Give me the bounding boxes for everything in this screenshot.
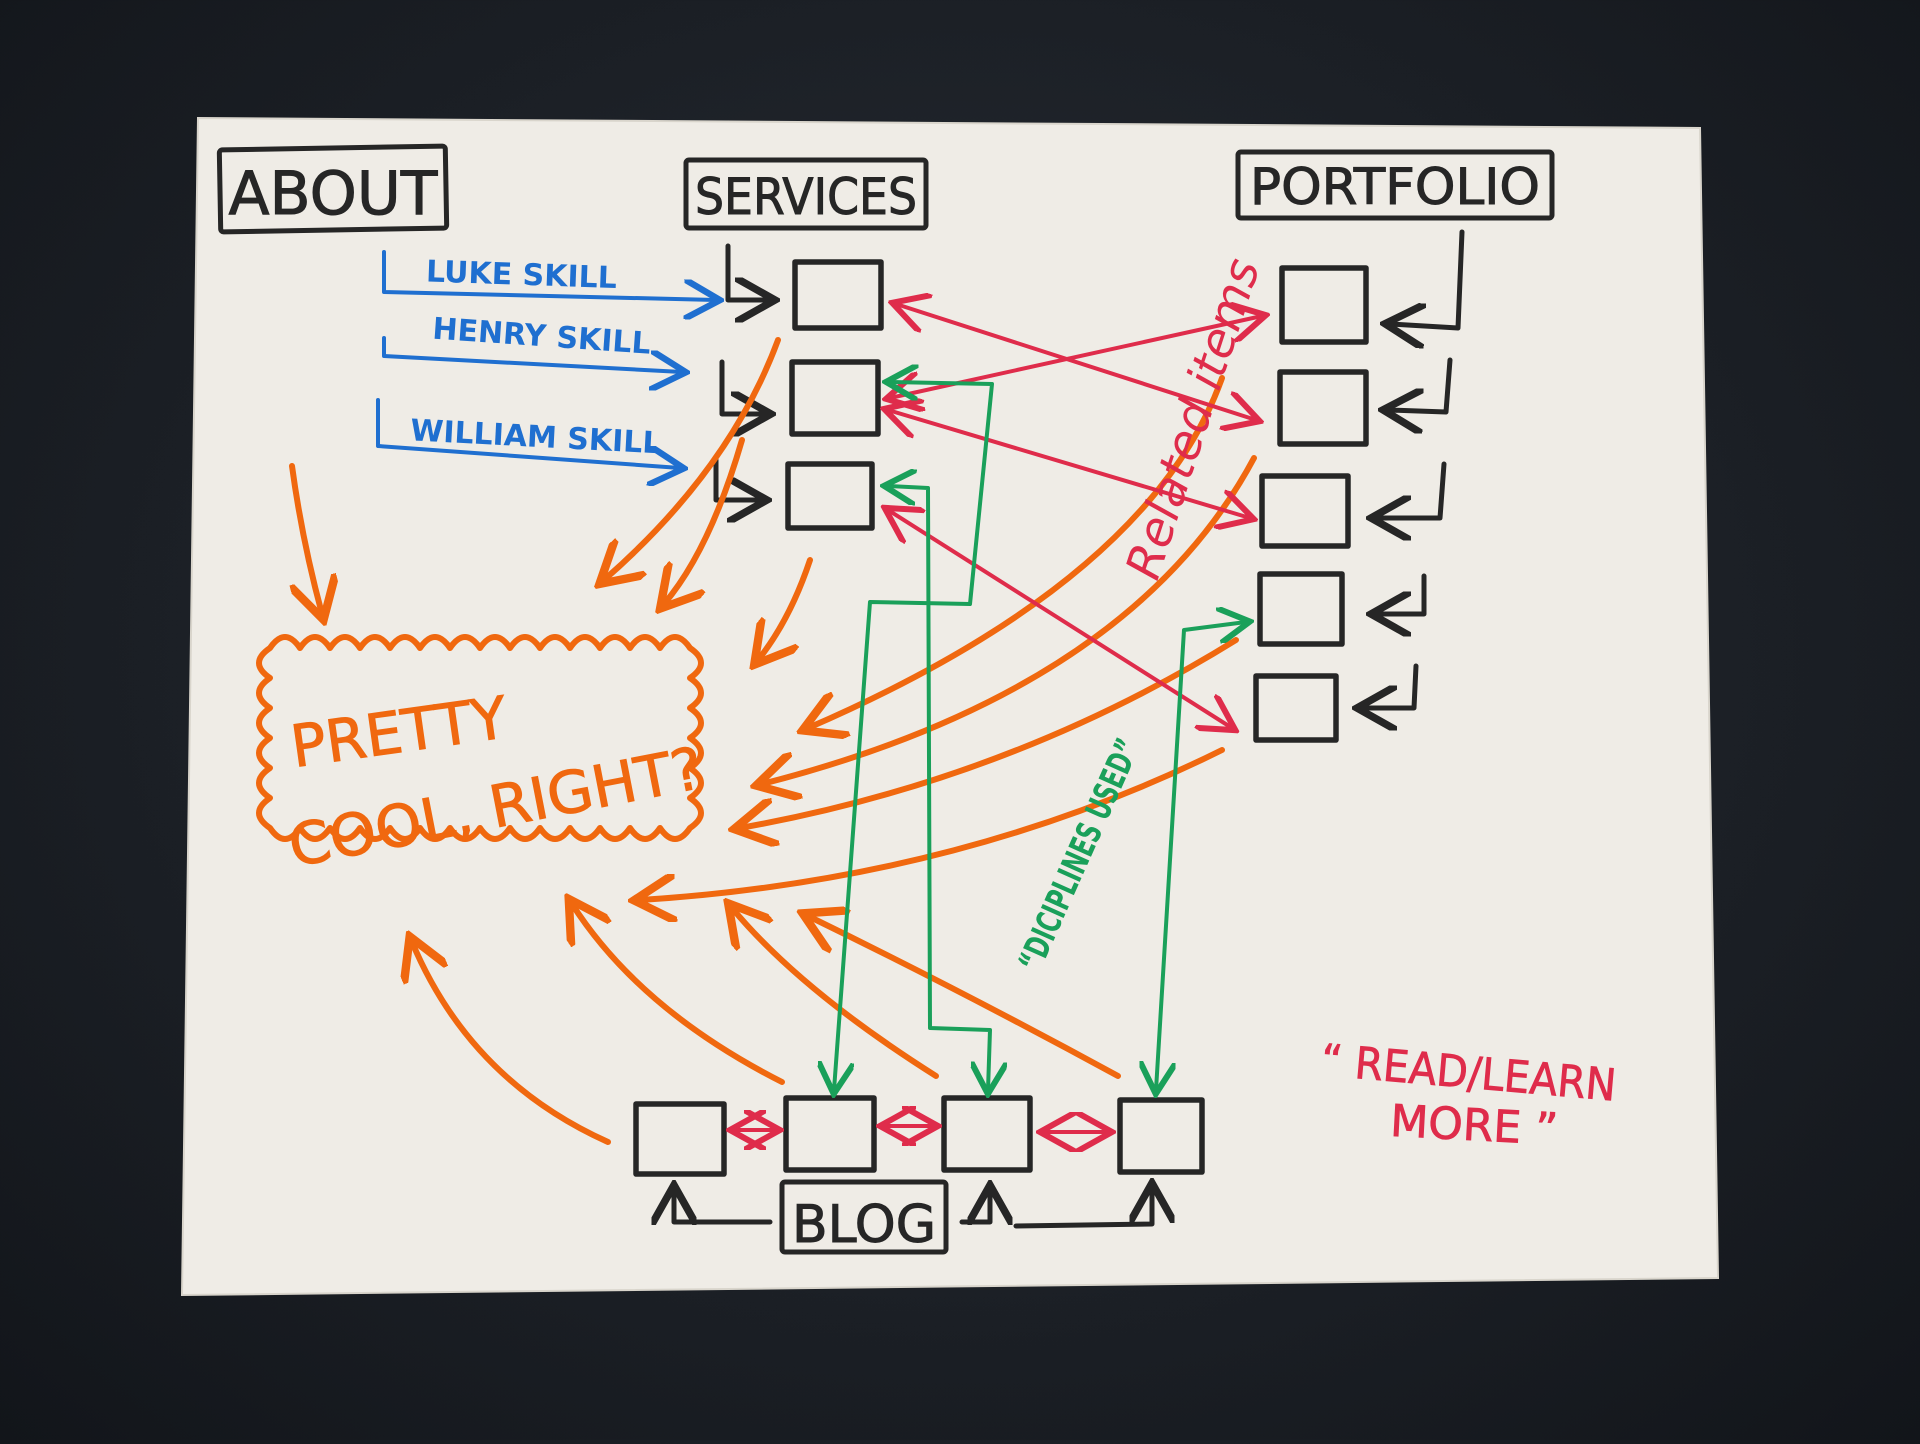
- about-header: ABOUT: [216, 143, 450, 235]
- portfolio-box: [1257, 571, 1345, 647]
- skill-arrow: [376, 398, 680, 468]
- services-label: SERVICES: [695, 168, 917, 226]
- skill-label: LUKE SKILL: [425, 254, 617, 296]
- services-header: SERVICES: [683, 157, 929, 231]
- service-bracket-arrow: [719, 359, 766, 414]
- portfolio-return-arrow: [1388, 357, 1453, 412]
- related-arrow: [888, 410, 1250, 518]
- disciplines-arrows: [834, 382, 1246, 1090]
- callout-cloud-outline: [256, 634, 704, 842]
- portfolio-return-arrow: [1376, 573, 1427, 614]
- read-learn-more-line-2: MORE ”: [1389, 1096, 1559, 1156]
- skills: LUKE SKILL HENRY SKILL WILLIAM SKILL: [376, 250, 716, 468]
- discipline-arrow: [888, 486, 990, 1090]
- blog-box: [1117, 1097, 1205, 1175]
- blog-bracket-arrow: [959, 1190, 990, 1222]
- callout-arrow: [289, 463, 322, 614]
- blog-label: BLOG: [792, 1195, 936, 1255]
- portfolio-return-arrow: [1362, 663, 1419, 708]
- discipline-arrow: [1156, 622, 1246, 1090]
- blog-bracket-arrow: [674, 1190, 773, 1222]
- blog-header: [779, 1179, 949, 1255]
- callout-arrow: [664, 437, 745, 604]
- skill-arrow: [382, 336, 682, 372]
- portfolio-label: PORTFOLIO: [1250, 158, 1540, 216]
- blog-box: [633, 1101, 727, 1177]
- blog-bracket-arrow: [1013, 1188, 1152, 1229]
- portfolio-items: [1253, 229, 1465, 743]
- portfolio-box: [1279, 265, 1369, 345]
- callout-arrow: [412, 942, 611, 1145]
- portfolio-header: PORTFOLIO: [1235, 149, 1555, 221]
- about-label: ABOUT: [229, 159, 438, 229]
- service-bracket-arrow: [713, 457, 762, 500]
- portfolio-box: [1277, 369, 1369, 447]
- portfolio-return-arrow: [1390, 229, 1465, 328]
- portfolio-box: [1259, 473, 1351, 549]
- callout-arrow: [758, 557, 813, 660]
- callout-arrow: [572, 904, 785, 1085]
- skill-arrow: [382, 250, 716, 300]
- service-bracket-arrow: [725, 243, 770, 300]
- callout-arrow: [604, 337, 781, 580]
- service-box: [792, 259, 884, 331]
- portfolio-return-arrow: [1376, 461, 1447, 518]
